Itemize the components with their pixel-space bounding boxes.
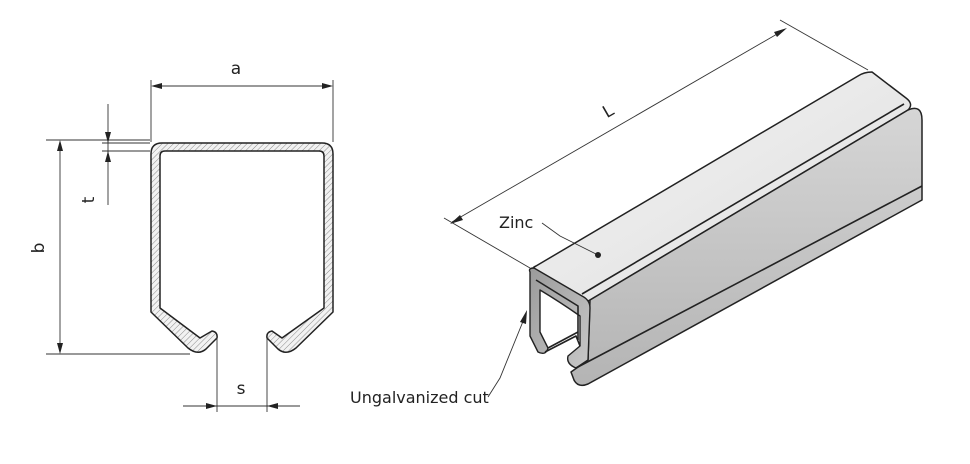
dimension-b: b (29, 139, 190, 355)
dim-t-label: t (79, 196, 99, 203)
dim-s-label: s (237, 379, 246, 399)
profile-section-hatched (150, 142, 334, 353)
profile-side-face (570, 107, 923, 387)
dimension-t: t (79, 104, 150, 205)
callout-cut-label: Ungalvanized cut (350, 388, 489, 407)
callout-zinc-label: Zinc (499, 213, 533, 232)
dim-b-label: b (29, 243, 49, 254)
dim-a-label: a (231, 59, 241, 79)
dim-L-label: L (599, 100, 618, 122)
dimension-s: s (183, 338, 300, 412)
dimension-a: a (150, 59, 334, 142)
profile-3d-view: L Zinc Ungalvanized cut (350, 19, 923, 407)
callout-zinc: Zinc (499, 213, 601, 258)
cross-section-view: a b t s (29, 59, 334, 412)
callout-ungalvanized-cut: Ungalvanized cut (350, 310, 527, 407)
